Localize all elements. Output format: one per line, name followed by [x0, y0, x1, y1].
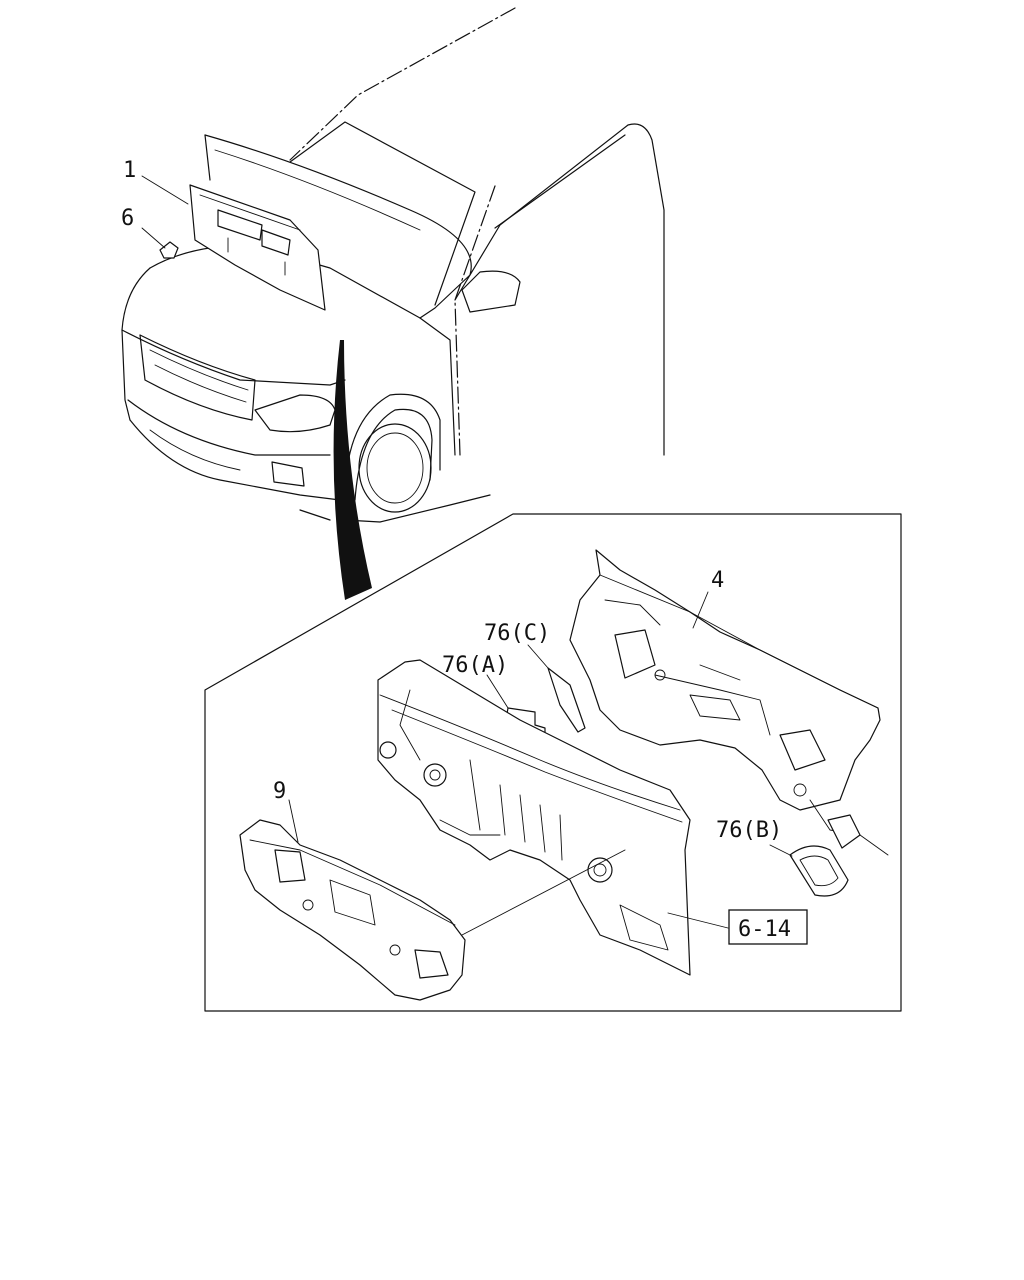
pad-b-part [789, 814, 861, 897]
clip-part [159, 241, 179, 259]
detail-view-frame [204, 513, 902, 1012]
hood-insulator-part [189, 184, 326, 311]
callout-1: 1 [123, 158, 136, 183]
pad-c-part [547, 667, 586, 733]
callout-4: 4 [711, 568, 724, 593]
vehicle-front-view [121, 7, 665, 600]
dash-panel-insulator-part [239, 819, 466, 1001]
callout-76a: 76(A) [442, 653, 508, 678]
callout-9: 9 [273, 779, 286, 804]
leader-lines [288, 591, 793, 936]
reference-box[interactable]: 6-14 [728, 909, 808, 945]
callout-76c: 76(C) [484, 621, 550, 646]
dash-panel-body [377, 659, 691, 976]
callout-6: 6 [121, 206, 134, 231]
pointer-arrow-shape [333, 340, 372, 600]
dash-insulator-part [569, 549, 889, 856]
callout-76b: 76(B) [716, 818, 782, 843]
reference-label: 6-14 [738, 917, 791, 942]
